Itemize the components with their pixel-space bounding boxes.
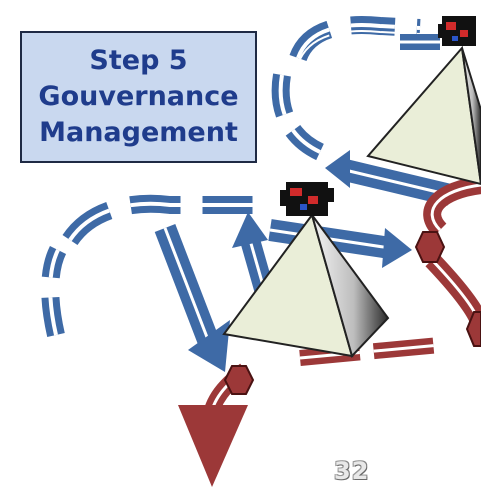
red-hexagon-left xyxy=(223,365,255,395)
blue-arrow-left-top xyxy=(325,150,453,206)
blue-dashed-loop-bottom-left xyxy=(41,245,67,338)
red-dashed-path-bottom xyxy=(299,337,441,366)
step-title-line-3: Management xyxy=(39,117,238,148)
cluster-top xyxy=(438,16,476,46)
blue-dashed-loop-mid xyxy=(62,194,260,246)
step-title-line-1: Step 5 xyxy=(89,45,188,76)
step-title-line-2: Gouvernance xyxy=(38,81,239,112)
blue-dashed-loop-top xyxy=(289,16,421,65)
blue-arrow-down-left xyxy=(154,224,230,372)
red-arrow-head-down xyxy=(178,405,248,487)
red-hexagon-edge xyxy=(465,311,481,347)
cluster-main xyxy=(280,182,334,216)
pyramid-main xyxy=(222,212,390,358)
page-number: 32 xyxy=(334,457,370,485)
pyramid-top xyxy=(366,45,481,186)
blue-dashed-loop-left xyxy=(271,73,325,161)
red-hexagon-right xyxy=(414,231,446,263)
step-title-box: Step 5 Gouvernance Management xyxy=(20,31,257,163)
